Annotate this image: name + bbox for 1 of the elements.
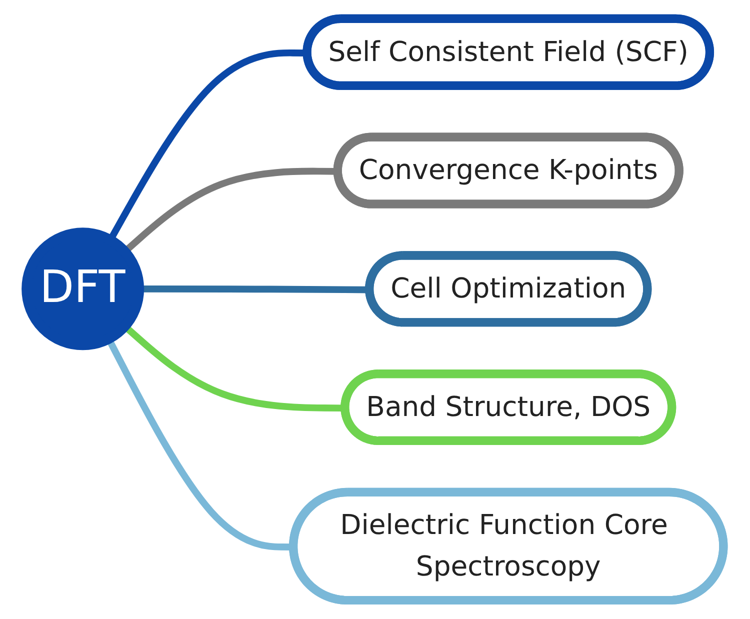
- node-circle: DFT: [22, 228, 144, 350]
